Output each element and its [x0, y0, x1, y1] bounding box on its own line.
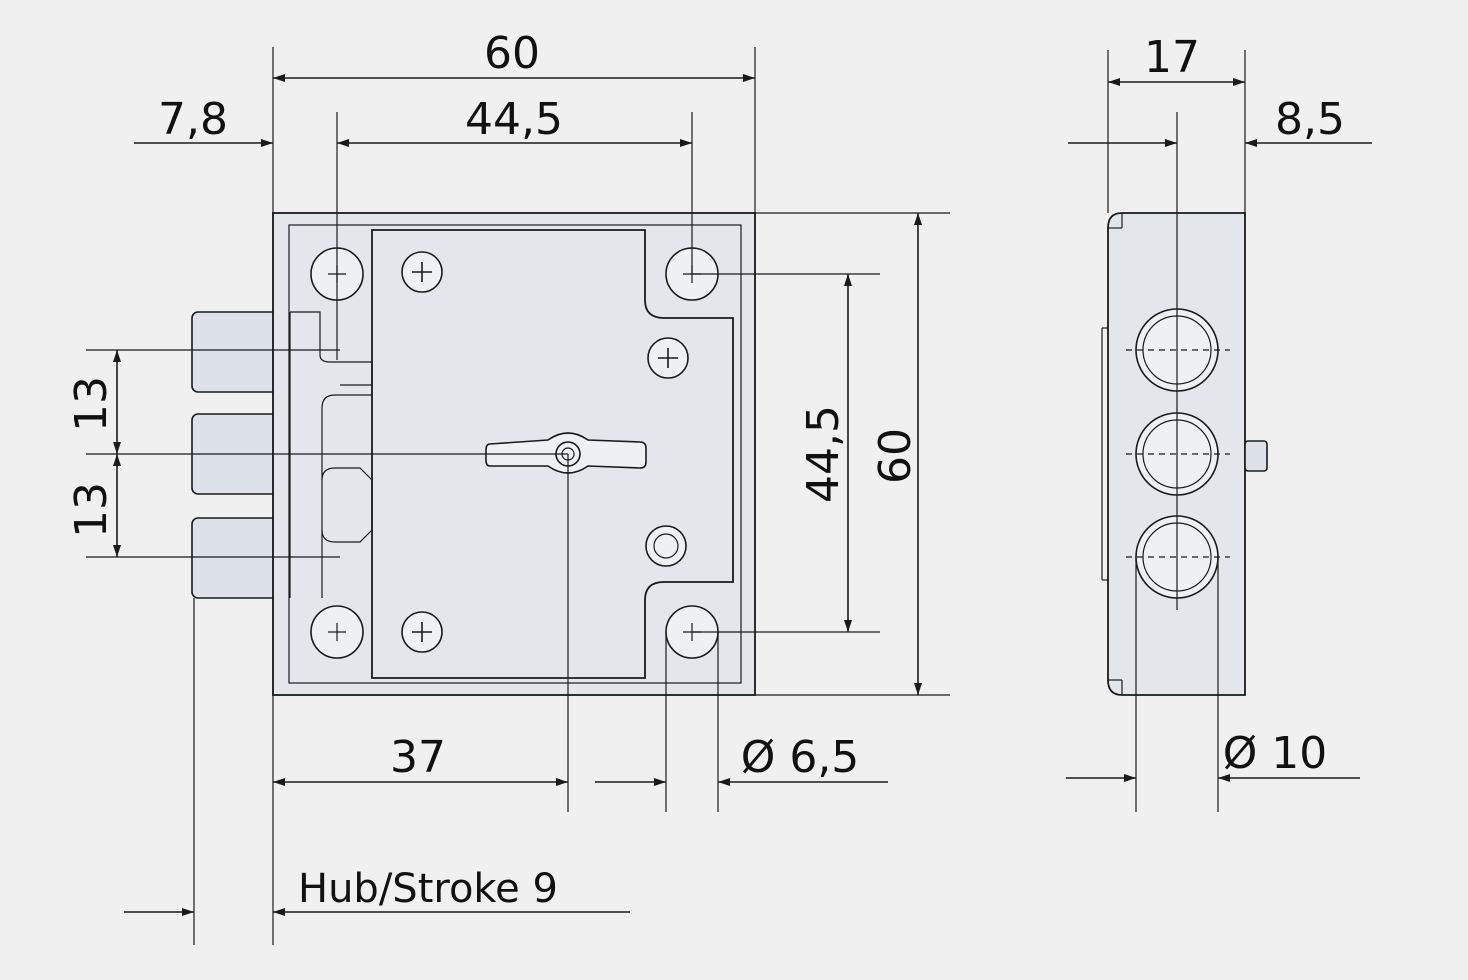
side-dimension-lines: [1066, 78, 1372, 782]
mounting-holes: [310, 247, 719, 659]
screw-icon: [401, 611, 443, 653]
keyhole: [485, 432, 647, 474]
dim-keyhole-position: 37: [390, 732, 446, 783]
bolt-slider: [289, 311, 373, 598]
dim-bolt-spacing-top: 13: [66, 376, 117, 432]
side-bolts: [1126, 308, 1230, 599]
cover-screws: [401, 251, 689, 653]
front-view: 60 44,5 7,8 13 13 44,5 60 37 Ø 6,5 Hub/S…: [66, 28, 950, 945]
screw-icon: [401, 251, 443, 293]
dim-screw-spacing-vertical: 44,5: [798, 405, 849, 503]
side-view: 17 8,5 Ø 10: [1066, 32, 1372, 812]
dim-screw-spacing-horizontal: 44,5: [465, 94, 563, 145]
dim-hole-offset: 8,5: [1275, 94, 1345, 145]
screw-icon: [647, 337, 689, 379]
dim-bolt-diameter: Ø 10: [1223, 728, 1328, 779]
dim-stroke: Hub/Stroke 9: [298, 866, 558, 912]
dim-hole-diameter: Ø 6,5: [741, 732, 860, 783]
front-dimension-lines: [113, 74, 922, 916]
dim-bolt-spacing-bottom: 13: [66, 482, 117, 538]
dim-depth: 17: [1144, 32, 1200, 83]
pin-icon: [645, 525, 687, 567]
dim-overall-height: 60: [870, 428, 921, 484]
dim-screw-offset-left: 7,8: [158, 94, 228, 145]
side-extension-lines: [1107, 50, 1246, 812]
side-pin: [1244, 440, 1268, 472]
dim-overall-width: 60: [484, 28, 540, 79]
